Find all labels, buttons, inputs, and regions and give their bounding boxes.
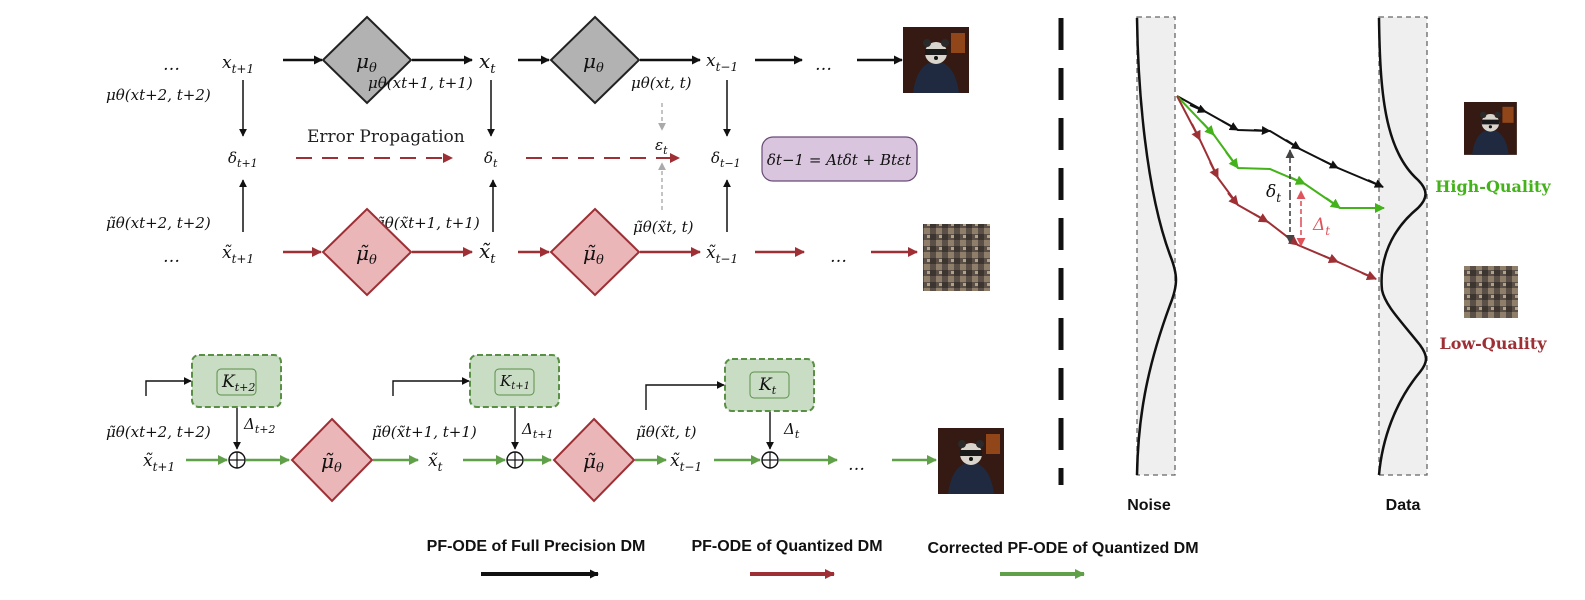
xc-t-minus-1: x̃t−1 (670, 451, 702, 474)
xc-t: x̃t (428, 451, 443, 474)
Delta-t-label: Δt (1312, 215, 1330, 238)
traj-full-arrow-2 (1221, 120, 1239, 131)
quant-ellipsis-2: … (830, 247, 847, 267)
delta-label-2: Δt+1 (521, 420, 553, 441)
data-panel (1378, 16, 1428, 476)
formula-text: δt−1 = Atδt + Btεt (767, 151, 912, 169)
formula-box (761, 136, 918, 182)
top-row: … xt+1 μθ xt μθ xt−1 … μθ(xt+2, t+2) μθ(… (106, 15, 969, 137)
legend: PF-ODE of Full Precision DM PF-ODE of Qu… (427, 538, 1199, 579)
data-label: Data (1386, 497, 1421, 514)
delta-t-label: δt (1266, 182, 1281, 205)
mu-node-2-label: μθ (583, 49, 604, 76)
k-feed-3 (645, 381, 725, 410)
traj-full-arrow-6 (1367, 179, 1384, 188)
k-box-1 (191, 354, 282, 408)
k-box-1-inner (216, 368, 257, 396)
muc-node-2 (552, 417, 636, 503)
muq-node-2 (549, 207, 641, 297)
raccoon-sample-right (1464, 102, 1517, 155)
muq-node-1 (321, 207, 413, 297)
x-t: xt (479, 49, 496, 77)
traj-full-arrow-4 (1285, 139, 1301, 150)
traj-quant-arrow-4 (1253, 213, 1269, 223)
traj-quant-arrow-5 (1285, 235, 1299, 246)
traj-quant-arrow-1 (1191, 123, 1201, 141)
mu-label-t2: μθ(xt+2, t+2) (106, 86, 211, 104)
k-box-2 (469, 354, 560, 408)
corr-ellipsis: … (848, 455, 865, 475)
muq-node-1-label: μ̃θ (356, 241, 377, 268)
raccoon-sample-top (903, 27, 969, 93)
traj-corr-arrow-2 (1201, 121, 1215, 136)
traj-corr-arrow-4 (1325, 197, 1341, 209)
mu-corr-label-t2: μ̃θ(xt+2, t+2) (106, 423, 211, 441)
muq-label-t: μ̃θ(x̃t, t) (633, 218, 694, 236)
x-t-plus-1: xt+1 (222, 53, 254, 76)
traj-quant-arrow-7 (1361, 270, 1377, 281)
delta-t-plus-1: δt+1 (228, 149, 258, 170)
traj-quantized (1176, 95, 1377, 280)
xq-t-plus-1: x̃t+1 (222, 243, 254, 266)
noise-label: Noise (1127, 497, 1171, 514)
traj-quant-arrow-6 (1323, 253, 1339, 264)
legend-quantized-label: PF-ODE of Quantized DM (691, 538, 882, 555)
k-box-3-label: Kt (758, 375, 777, 397)
delta-label-3: Δt (783, 420, 800, 441)
xc-t-plus-1: x̃t+1 (143, 451, 175, 474)
xq-t-minus-1: x̃t−1 (706, 243, 738, 266)
mu-label-t: μθ(xt, t) (631, 74, 692, 92)
muq-label-t1: μ̃θ(x̃t+1, t+1) (375, 214, 480, 232)
k-box-3 (724, 358, 815, 412)
x-t-minus-1: xt−1 (706, 51, 738, 74)
error-propagation-label: Error Propagation (307, 127, 465, 147)
epsilon-t: εt (655, 136, 668, 157)
noisy-sample-top (923, 224, 990, 291)
top-ellipsis: … (163, 55, 180, 75)
low-quality-label: Low-Quality (1439, 334, 1547, 353)
high-quality-label: High-Quality (1435, 177, 1551, 196)
k-feed-1 (145, 377, 192, 396)
raccoon-sample-bottom (938, 428, 1004, 494)
mu-node-2 (549, 15, 641, 105)
noisy-sample-right (1464, 266, 1518, 318)
delta-label-1: Δt+2 (243, 415, 275, 436)
muc-node-2-label: μ̃θ (583, 449, 604, 476)
mu-corr-label-t1: μ̃θ(x̃t+1, t+1) (372, 423, 477, 441)
muq-label-t2: μ̃θ(xt+2, t+2) (106, 214, 211, 232)
traj-full-arrow-1 (1189, 104, 1207, 113)
mu-node-1 (321, 15, 413, 105)
k-box-2-inner (494, 368, 535, 396)
right-panel: Noise Data δt Δt High-Qu (1127, 16, 1551, 514)
muc-node-1 (290, 417, 374, 503)
data-distribution-curve (1377, 17, 1428, 476)
traj-full-arrow-5 (1321, 159, 1339, 169)
muq-node-2-label: μ̃θ (583, 241, 604, 268)
legend-full-precision-label: PF-ODE of Full Precision DM (427, 538, 646, 555)
mu-node-1-label: μθ (356, 49, 377, 76)
corrected-row: Kt+2 Kt+1 Kt Δt+2 Δt+1 Δt μ̃θ(xt+2, t+2)… (106, 354, 1004, 503)
traj-corr-arrow-3 (1289, 175, 1306, 185)
error-row: Error Propagation δt+1 δt εt δt−1 δt−1 =… (228, 103, 918, 232)
mu-label-t1: μθ(xt+1, t+1) (368, 74, 473, 92)
noise-distribution-curve (1135, 17, 1178, 476)
traj-corr-arrow-1 (1225, 151, 1239, 169)
top-ellipsis-2: … (815, 55, 832, 75)
delta-t-minus-1: δt−1 (711, 149, 741, 170)
muc-node-1-label: μ̃θ (321, 449, 342, 476)
k-box-3-inner (749, 371, 790, 399)
delta-t: δt (484, 149, 498, 170)
traj-quant-arrow-3 (1227, 192, 1239, 206)
quant-ellipsis: … (163, 247, 180, 267)
mu-corr-label-t: μ̃θ(x̃t, t) (636, 423, 697, 441)
quantized-row: μ̃θ(xt+2, t+2) μ̃θ(x̃t+1, t+1) μ̃θ(x̃t, … (106, 207, 990, 297)
k-feed-2 (392, 377, 470, 396)
traj-full-arrow-3 (1253, 126, 1271, 135)
k-box-1-label: Kt+2 (221, 372, 255, 394)
legend-corrected-label: Corrected PF-ODE of Quantized DM (927, 540, 1198, 557)
k-box-2-label: Kt+1 (499, 372, 530, 392)
traj-quant-arrow-2 (1209, 161, 1219, 179)
xq-t: x̃t (479, 239, 496, 267)
